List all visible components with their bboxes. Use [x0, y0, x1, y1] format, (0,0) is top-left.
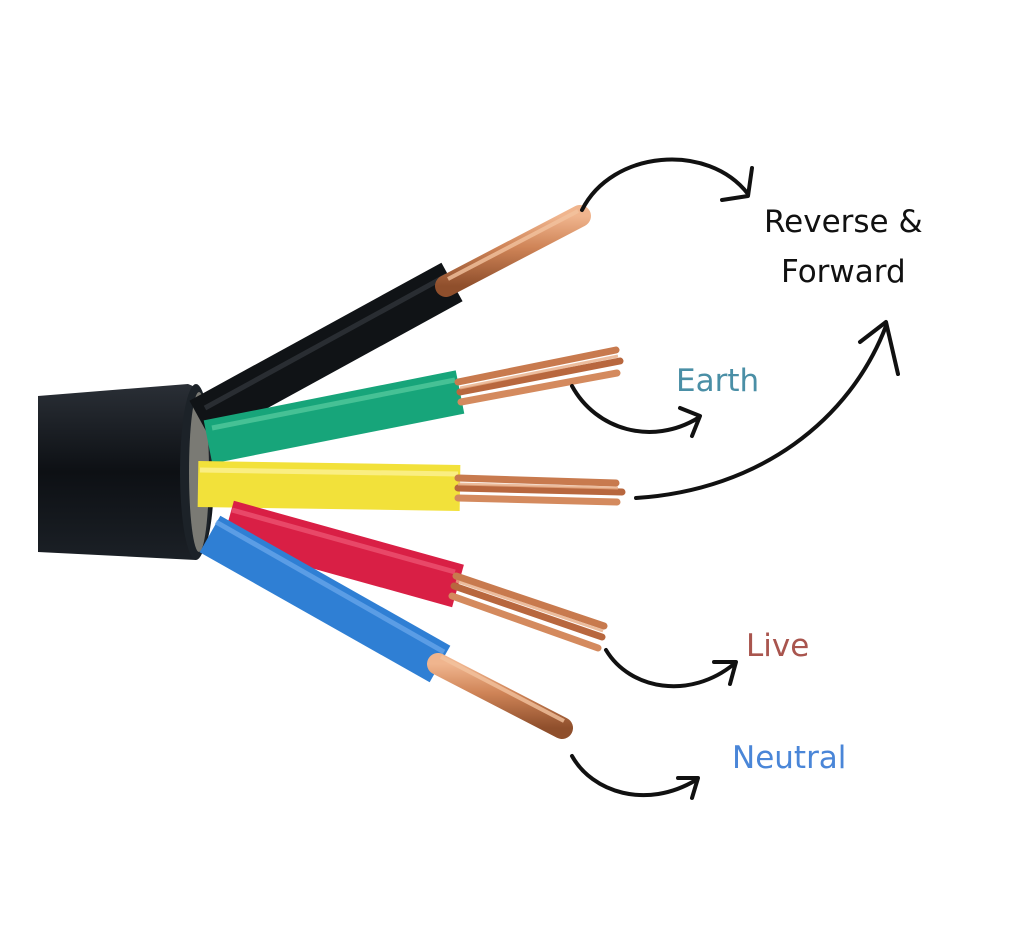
cable-sheath [38, 384, 214, 560]
live-label: Live [746, 628, 810, 664]
reverse-forward-line2: Forward [780, 253, 906, 290]
arrow-reverse-forward [580, 157, 754, 212]
blue-wire [199, 515, 573, 739]
black-wire [189, 205, 591, 440]
earth-label: Earth [676, 363, 760, 399]
neutral-label: Neutral [732, 740, 847, 776]
reverse-forward-label: Reverse & Forward [764, 198, 923, 297]
arrow-yellow-to-reverse-forward [634, 320, 900, 500]
yellow-wire [197, 461, 626, 511]
arrow-live [604, 648, 738, 689]
reverse-forward-line1: Reverse & [764, 204, 923, 240]
arrow-earth [570, 384, 702, 438]
red-wire [222, 500, 608, 652]
arrow-neutral [570, 754, 700, 800]
green-wire [203, 346, 624, 464]
